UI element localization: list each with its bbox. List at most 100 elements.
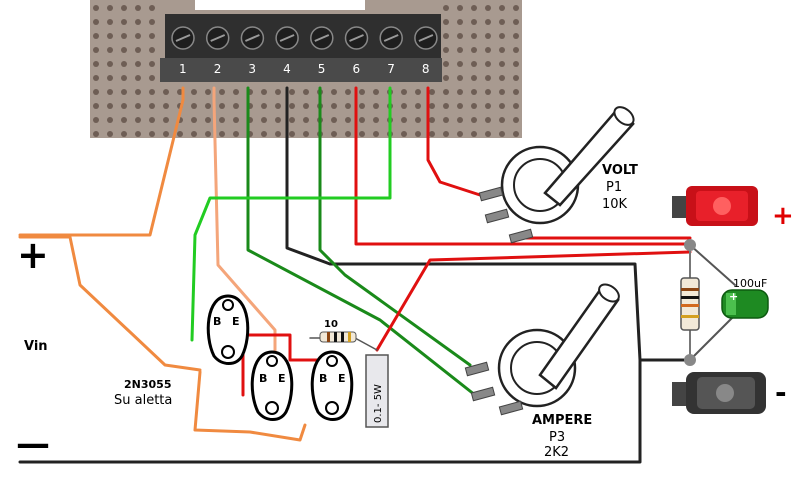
- board-hole: [121, 103, 127, 109]
- board-hole: [471, 75, 477, 81]
- board-hole: [303, 89, 309, 95]
- transistor-2-b: B: [259, 372, 267, 385]
- wire-darkgreen-pin3: [246, 86, 477, 397]
- board-hole: [513, 47, 519, 53]
- board-hole: [191, 117, 197, 123]
- board-hole: [121, 75, 127, 81]
- board-hole: [121, 33, 127, 39]
- board-hole: [401, 117, 407, 123]
- board-hole: [135, 75, 141, 81]
- transistor-3-e: E: [338, 372, 346, 385]
- board-hole: [135, 117, 141, 123]
- terminal-positive: +: [672, 186, 794, 231]
- board-hole: [457, 19, 463, 25]
- board-hole: [499, 47, 505, 53]
- board-hole: [359, 131, 365, 137]
- board-hole: [149, 19, 155, 25]
- board-hole: [485, 131, 491, 137]
- board-hole: [233, 103, 239, 109]
- board-hole: [149, 89, 155, 95]
- terminal-pin-label: 6: [353, 62, 361, 76]
- board-hole: [471, 5, 477, 11]
- resistor-10: 10: [319, 319, 357, 343]
- board-hole: [457, 75, 463, 81]
- board-hole: [513, 19, 519, 25]
- board-hole: [373, 103, 379, 109]
- board-hole: [429, 131, 435, 137]
- terminal-screw-slot: [418, 34, 434, 42]
- board-hole: [149, 131, 155, 137]
- board-hole: [205, 131, 211, 137]
- board-hole: [345, 103, 351, 109]
- wire-red-shunt: [375, 250, 692, 352]
- board-hole: [219, 89, 225, 95]
- board-hole: [93, 117, 99, 123]
- board-hole: [191, 103, 197, 109]
- board-hole: [107, 103, 113, 109]
- vin-labels: + Vin —: [16, 233, 50, 464]
- board-hole: [457, 5, 463, 11]
- board-hole: [331, 117, 337, 123]
- board-hole: [485, 47, 491, 53]
- board-hole: [219, 103, 225, 109]
- board-hole: [443, 75, 449, 81]
- board-hole: [513, 75, 519, 81]
- transistor-1-b: B: [213, 315, 221, 328]
- board-hole: [499, 61, 505, 67]
- board-hole: [107, 19, 113, 25]
- board-hole: [177, 131, 183, 137]
- terminal-negative: -: [672, 372, 787, 414]
- board-hole: [443, 61, 449, 67]
- board-hole: [163, 131, 169, 137]
- board-hole: [191, 89, 197, 95]
- board-hole: [331, 103, 337, 109]
- board-hole: [107, 33, 113, 39]
- wire-darkgreen-pin5: [318, 86, 472, 367]
- board-hole: [513, 5, 519, 11]
- board-hole: [471, 117, 477, 123]
- terminal-pin-label: 5: [318, 62, 326, 76]
- board-hole: [289, 89, 295, 95]
- transistor-1: B E: [206, 294, 250, 365]
- board-hole: [443, 33, 449, 39]
- board-hole: [205, 117, 211, 123]
- board-hole: [429, 103, 435, 109]
- board-hole: [499, 75, 505, 81]
- board-hole: [457, 61, 463, 67]
- board-hole: [135, 61, 141, 67]
- board-hole: [331, 131, 337, 137]
- board-hole: [107, 5, 113, 11]
- resistor-10-value: 10: [324, 319, 338, 330]
- board-hole: [135, 19, 141, 25]
- output-terminals: + -: [672, 186, 794, 414]
- pot-volt-name: VOLT: [602, 163, 638, 178]
- board-hole: [107, 47, 113, 53]
- transistor-2: B E: [250, 350, 294, 421]
- board-hole: [471, 103, 477, 109]
- board-hole: [443, 117, 449, 123]
- board-hole: [485, 19, 491, 25]
- board-hole: [163, 117, 169, 123]
- board-hole: [471, 89, 477, 95]
- board-hole: [303, 103, 309, 109]
- board-hole: [93, 75, 99, 81]
- board-hole: [107, 131, 113, 137]
- board-hole: [513, 103, 519, 109]
- board-hole: [359, 117, 365, 123]
- board-hole: [499, 89, 505, 95]
- board-hole: [513, 61, 519, 67]
- transistor-note-label: Su aletta: [114, 393, 172, 408]
- board-hole: [261, 89, 267, 95]
- wires: [18, 86, 736, 464]
- board-hole: [401, 89, 407, 95]
- board-hole: [443, 131, 449, 137]
- transistor-3-b: B: [319, 372, 327, 385]
- board-hole: [93, 89, 99, 95]
- board-hole: [373, 131, 379, 137]
- board-hole: [233, 117, 239, 123]
- board-hole: [485, 75, 491, 81]
- pot-ampere: AMPERE P3 2K2: [464, 283, 620, 460]
- board-hole: [135, 89, 141, 95]
- terminal-pin-label: 7: [387, 62, 395, 76]
